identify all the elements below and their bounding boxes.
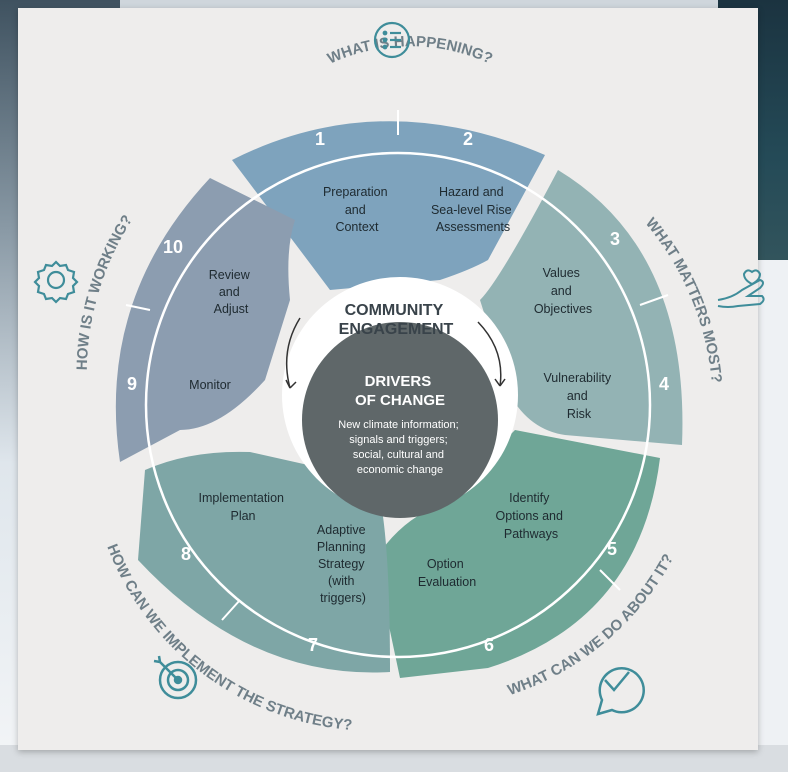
target-icon <box>153 655 198 700</box>
step-8: 8 <box>181 544 191 564</box>
drivers-of-change-title: DRIVERS OF CHANGE <box>355 373 445 409</box>
step-5: 5 <box>607 539 617 559</box>
label-option-evaluation: Option Evaluation <box>418 557 476 589</box>
segment-7-8 <box>138 451 390 673</box>
chat-check-icon <box>596 667 645 716</box>
label-preparation: Preparation and Context <box>323 185 391 234</box>
label-review: Review and Adjust <box>209 268 253 316</box>
question-what-is-happening: WHAT IS HAPPENING? <box>325 33 495 67</box>
segment-3-4 <box>480 170 683 445</box>
step-1: 1 <box>315 129 325 149</box>
label-monitor: Monitor <box>189 378 231 392</box>
drivers-circle <box>302 322 498 518</box>
label-vulnerability: Vulnerability and Risk <box>543 371 614 421</box>
segment-5-6 <box>375 430 660 678</box>
gear-icon <box>33 260 79 304</box>
step-6: 6 <box>484 635 494 655</box>
step-2: 2 <box>463 129 473 149</box>
step-10: 10 <box>163 237 183 257</box>
arrow-left <box>285 317 301 389</box>
community-engagement-title: COMMUNITY ENGAGEMENT <box>339 302 454 338</box>
label-hazard: Hazard and Sea-level Rise Assessments <box>431 185 515 234</box>
label-identify: Identify Options and Pathways <box>496 491 567 541</box>
label-values: Values and Objectives <box>534 266 592 316</box>
step-7: 7 <box>308 635 318 655</box>
step-4: 4 <box>659 374 669 394</box>
hand-icon <box>717 269 765 308</box>
list-icon <box>373 21 411 59</box>
step-3: 3 <box>610 229 620 249</box>
label-implementation-plan: Implementation Plan <box>199 491 288 523</box>
drivers-of-change-text: New climate information; signals and tri… <box>338 419 462 476</box>
arrow-right <box>477 321 502 387</box>
step-9: 9 <box>127 374 137 394</box>
segment-9-10 <box>115 178 296 462</box>
label-adaptive-planning: Adaptive Planning Strategy (with trigger… <box>317 523 369 605</box>
